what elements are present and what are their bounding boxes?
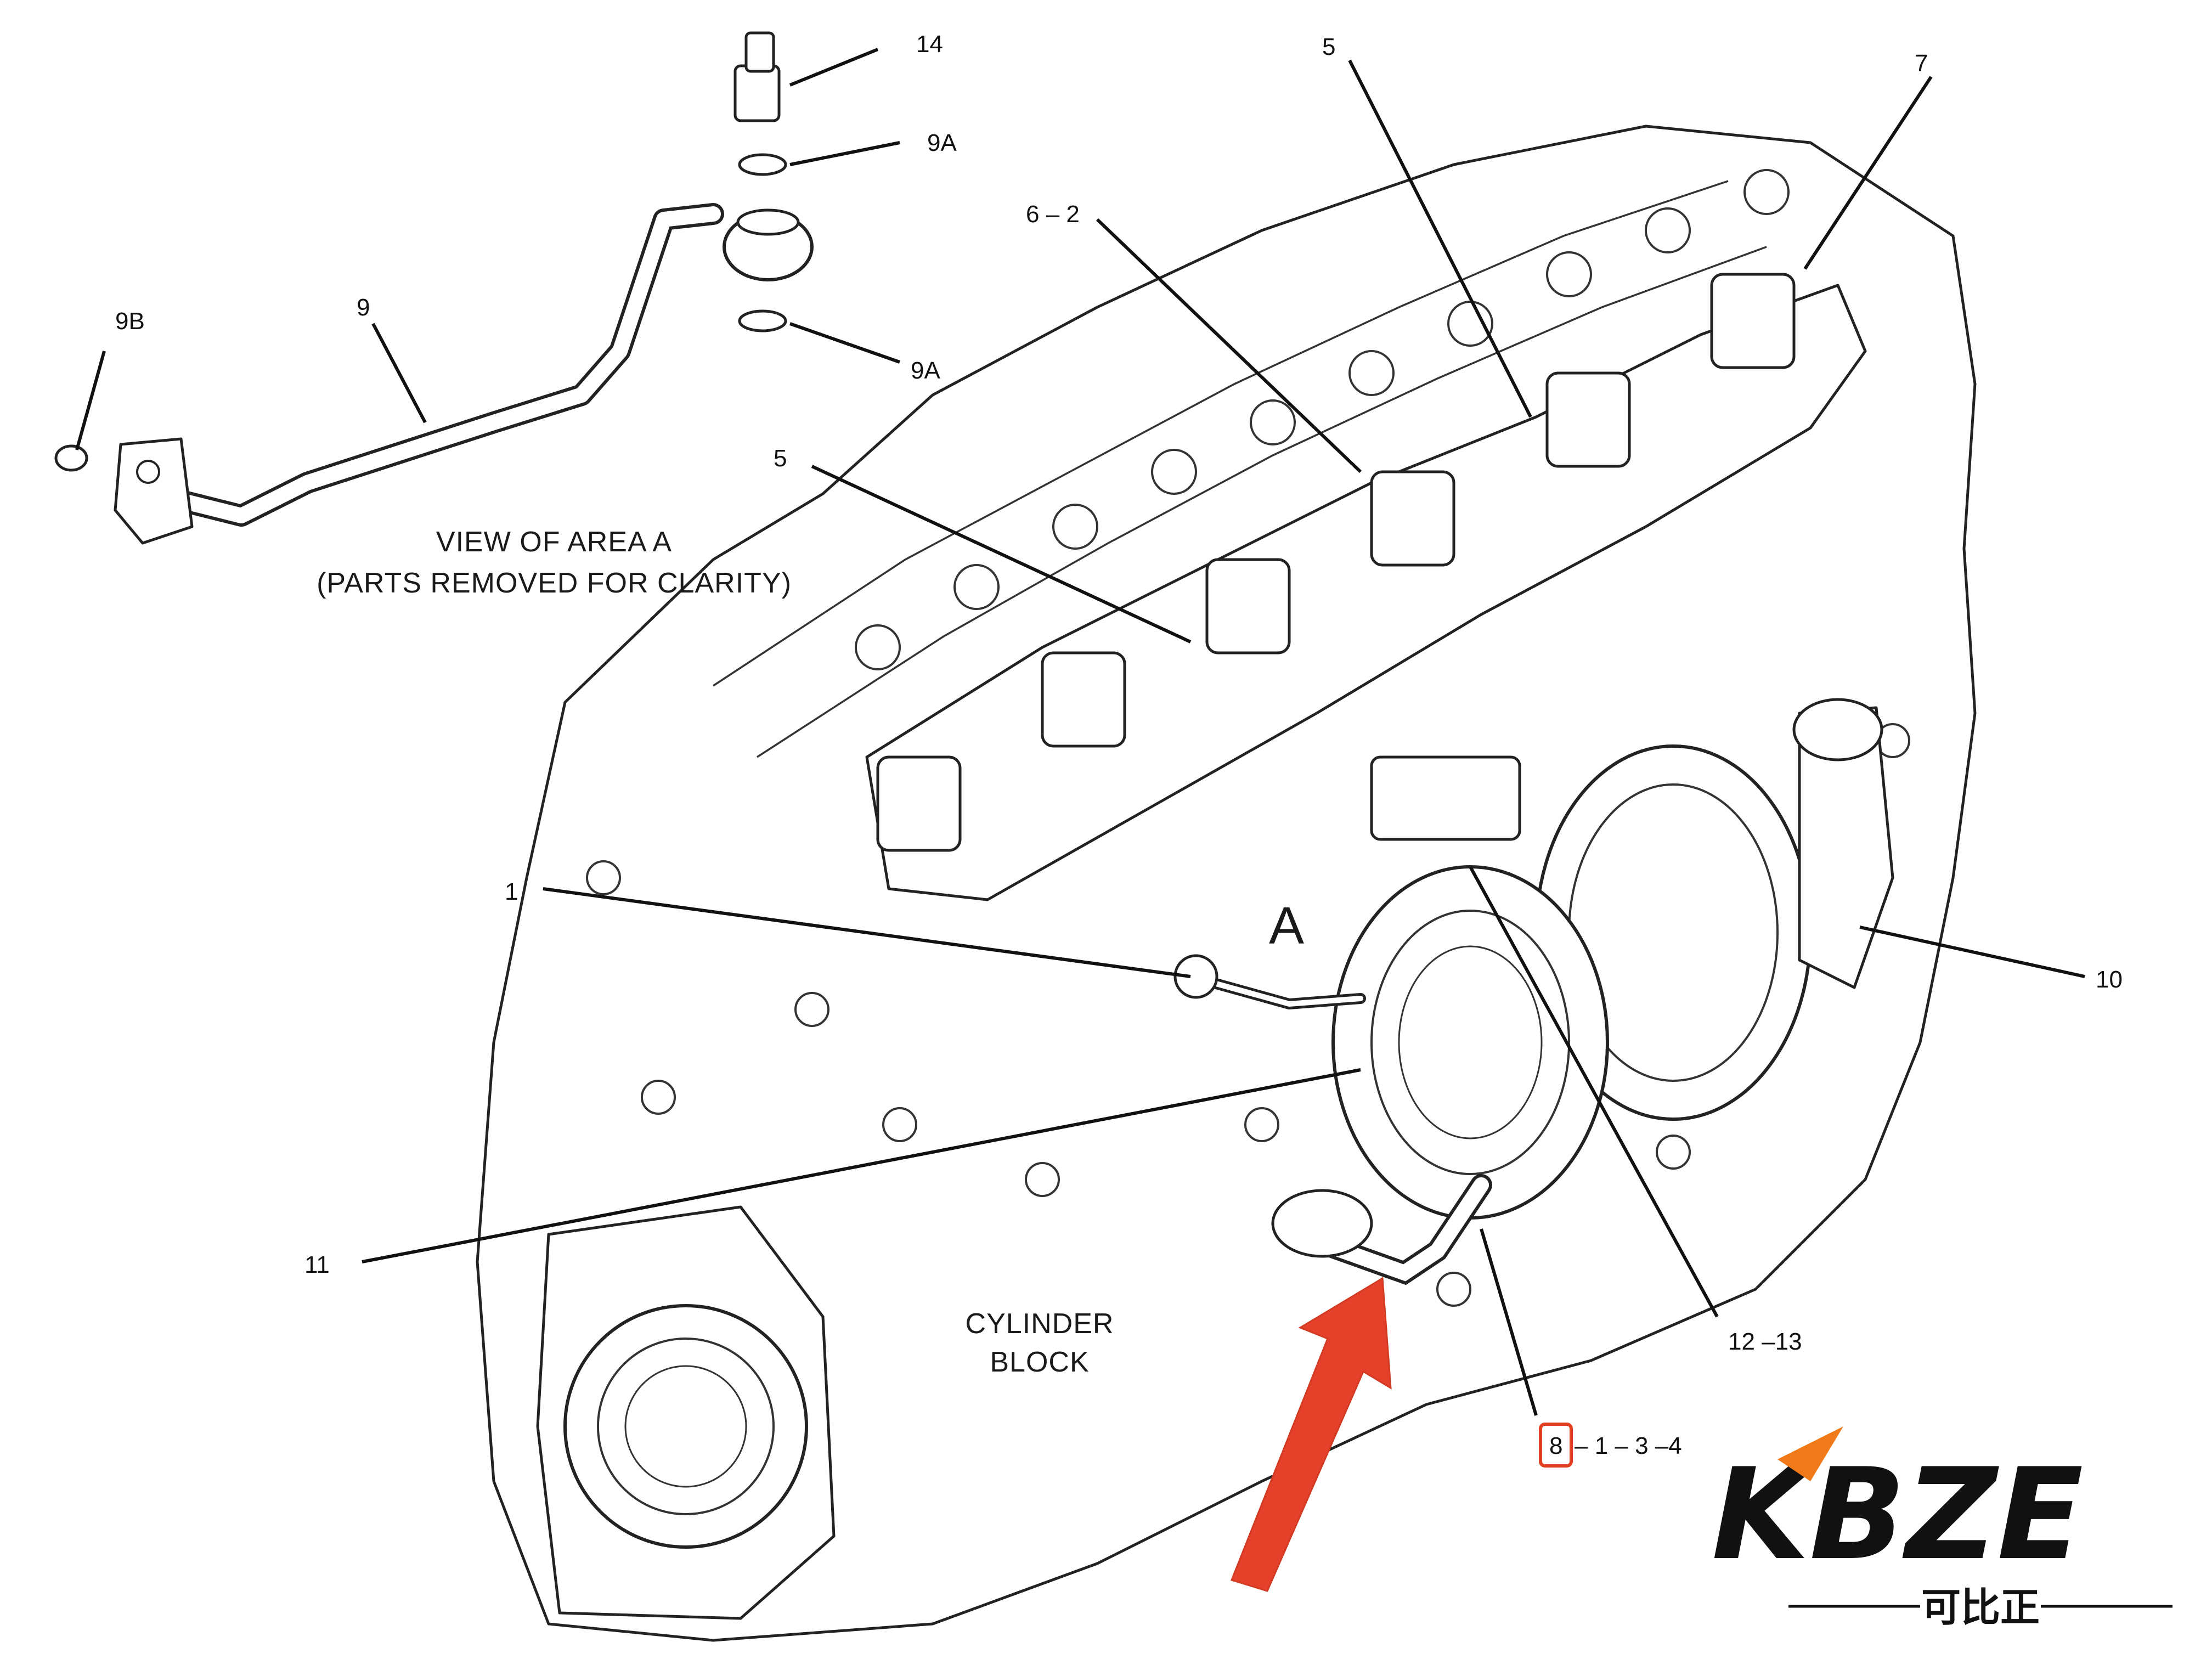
leader-lines [75,48,2085,1416]
red-arrow-icon [1231,1277,1392,1592]
cylinder-block-line1: CYLINDER [966,1308,1114,1340]
callout-6-2: 6 – 2 [1026,201,1080,228]
callout-1: 1 [505,878,518,905]
cylinder-block-line2: BLOCK [990,1346,1089,1378]
callout-7: 7 [1915,50,1928,77]
callout-5-mid: 5 [774,445,787,472]
exhaust-manifold [865,273,1867,901]
callout-9: 9 [357,294,370,321]
view-note-line2: (PARTS REMOVED FOR CLARITY) [317,567,792,599]
oil-drain-line [1271,1174,1492,1285]
logo-accent-icon [1778,1426,1843,1481]
area-a-marker: A [1269,896,1304,955]
callout-9a-top: 9A [927,129,957,156]
callout-8: 8 [1549,1432,1562,1459]
callout-10: 10 [2096,966,2123,993]
callout-5-top: 5 [1322,33,1335,60]
highlight-box [1539,1423,1573,1468]
callout-9b: 9B [115,308,145,335]
callout-8-rest: – 1 – 3 –4 [1575,1432,1682,1459]
callout-14: 14 [916,31,943,58]
callout-9a-bottom: 9A [911,357,940,384]
callout-labels: 14 9A 9A 9B 9 5 7 6 – 2 5 1 10 11 12 –13… [115,31,2123,1459]
inset-oil-line-detail [54,31,814,545]
callout-11: 11 [304,1251,330,1278]
oil-supply-line [1173,954,1366,1010]
logo-wordmark: KBZE [1712,1442,2083,1588]
callout-12-13: 12 –13 [1728,1328,1802,1355]
view-note-line1: VIEW OF AREA A [436,526,672,558]
logo-subtitle: 可比正 [1921,1584,2040,1630]
kbze-logo: KBZE 可比正 [1712,1426,2172,1630]
turbocharger [1331,698,1894,1220]
diagram-notes: VIEW OF AREA A (PARTS REMOVED FOR CLARIT… [317,526,1304,1378]
